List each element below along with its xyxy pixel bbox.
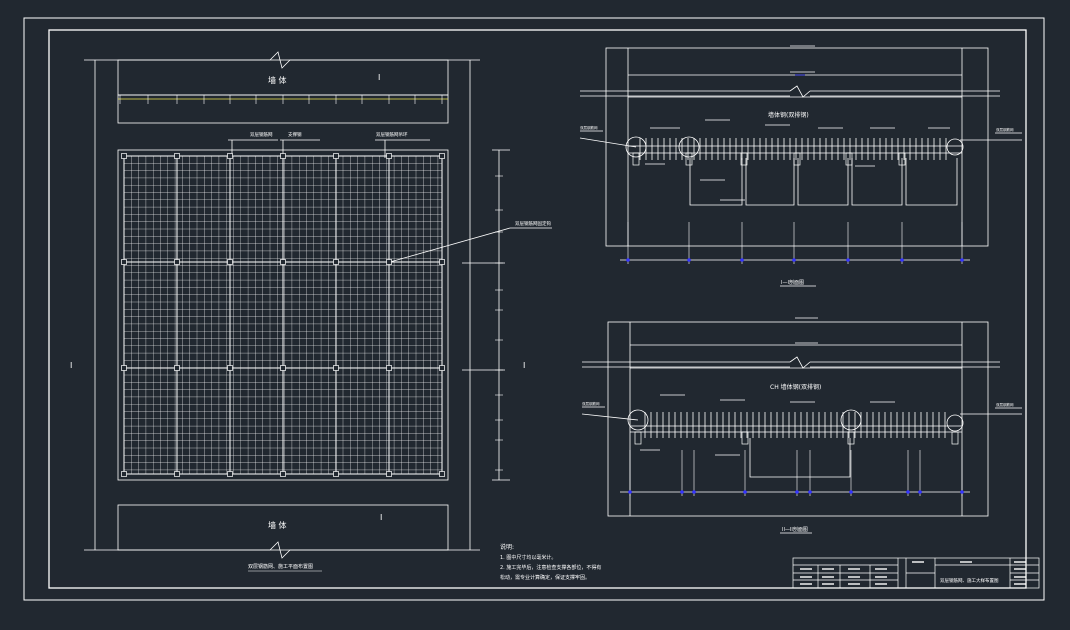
inner-frame bbox=[48, 29, 1027, 589]
section-ii-ii bbox=[581, 317, 1022, 534]
section-i-rebar-teeth bbox=[632, 138, 947, 166]
dimension-node bbox=[849, 490, 853, 494]
section-i-caption: I—I剖面图 bbox=[781, 279, 804, 286]
support-post bbox=[898, 152, 906, 166]
notes-block: 说明: 1. 图中尺寸均以毫米计。 2. 施工完毕后，注意检查支撑各部位，不得有… bbox=[500, 543, 601, 581]
support-node bbox=[227, 153, 233, 159]
support-post bbox=[685, 152, 693, 166]
section-ii-title: CH 墙体钢(双排钢) bbox=[770, 383, 821, 391]
rebar-mesh-grid bbox=[123, 155, 443, 475]
section-i-dimension-marks bbox=[626, 222, 964, 264]
notes-line-1: 1. 图中尺寸均以毫米计。 bbox=[500, 554, 556, 561]
support-node bbox=[280, 471, 286, 477]
support-node bbox=[333, 471, 339, 477]
support-node bbox=[227, 471, 233, 477]
section-i-title: 墙体钢(双排钢) bbox=[768, 111, 809, 119]
support-node bbox=[121, 153, 127, 159]
dimension-node bbox=[808, 490, 812, 494]
dimension-node bbox=[918, 490, 922, 494]
support-node bbox=[333, 153, 339, 159]
support-node bbox=[227, 259, 233, 265]
support-node bbox=[227, 365, 233, 371]
support-post bbox=[845, 152, 853, 166]
support-node bbox=[333, 259, 339, 265]
notes-heading: 说明: bbox=[500, 543, 514, 551]
plan-view bbox=[84, 51, 552, 559]
support-node bbox=[121, 259, 127, 265]
support-node bbox=[439, 471, 445, 477]
support-node bbox=[174, 153, 180, 159]
section-ii-left-callout: 双层钢筋网 bbox=[582, 401, 600, 406]
bottom-section-mark: I bbox=[380, 513, 382, 522]
support-node bbox=[439, 259, 445, 265]
outer-frame bbox=[23, 17, 1045, 601]
support-node bbox=[386, 153, 392, 159]
section-ii-rebar-teeth bbox=[634, 412, 959, 445]
dimension-node bbox=[687, 258, 691, 262]
rebar-mesh-nodes bbox=[121, 153, 445, 477]
section-i-right-callout: 双层钢筋网 bbox=[996, 127, 1014, 132]
support-post bbox=[847, 431, 855, 445]
dimension-node bbox=[960, 490, 964, 494]
dimension-node bbox=[628, 490, 632, 494]
plan-callout-right: 双层钢筋网固定钩 bbox=[515, 220, 551, 227]
plan-dimension-ticks bbox=[119, 95, 503, 471]
dimension-node bbox=[740, 258, 744, 262]
support-node bbox=[386, 365, 392, 371]
section-ii-dimension-marks bbox=[628, 450, 964, 496]
support-node bbox=[121, 471, 127, 477]
dimension-node bbox=[960, 258, 964, 262]
notes-line-2: 2. 施工完毕后，注意检查支撑各部位，不得有 bbox=[500, 564, 601, 571]
dimension-node bbox=[795, 490, 799, 494]
bottom-wall-label: 墙 体 bbox=[268, 520, 287, 530]
support-node bbox=[386, 471, 392, 477]
support-node bbox=[174, 471, 180, 477]
plan-caption: 双层钢筋网、施工平面布置图 bbox=[248, 563, 313, 570]
left-side-mark: I bbox=[70, 361, 72, 370]
dimension-node bbox=[626, 258, 630, 262]
top-wall-label: 墙 体 bbox=[268, 75, 287, 85]
top-section-mark: I bbox=[378, 73, 380, 82]
dimension-node bbox=[900, 258, 904, 262]
section-i-i bbox=[579, 45, 1022, 287]
plan-callout-mesh: 双层钢筋网 bbox=[250, 131, 273, 138]
support-node bbox=[121, 365, 127, 371]
section-ii-caption: II—II剖面图 bbox=[782, 526, 808, 533]
section-i-left-callout: 双层钢筋网 bbox=[580, 125, 598, 130]
support-node bbox=[174, 365, 180, 371]
support-node bbox=[386, 259, 392, 265]
support-post bbox=[951, 431, 959, 445]
support-post bbox=[634, 431, 642, 445]
dimension-node bbox=[792, 258, 796, 262]
dimension-node bbox=[906, 490, 910, 494]
support-node bbox=[439, 365, 445, 371]
support-post bbox=[632, 152, 640, 166]
support-node bbox=[280, 259, 286, 265]
dimension-node bbox=[680, 490, 684, 494]
support-post bbox=[740, 152, 748, 166]
support-node bbox=[280, 153, 286, 159]
title-block-marks bbox=[800, 561, 1026, 585]
plan-callout-hook: 双层钢筋网吊环 bbox=[376, 131, 408, 138]
support-node bbox=[333, 365, 339, 371]
support-post bbox=[793, 152, 801, 166]
support-node bbox=[439, 153, 445, 159]
dimension-node bbox=[692, 490, 696, 494]
support-node bbox=[174, 259, 180, 265]
notes-line-3: 松动，需专业计算确定，保证支撑牢固。 bbox=[500, 574, 590, 581]
section-ii-right-callout: 双层钢筋网 bbox=[996, 402, 1014, 407]
right-side-mark: I bbox=[523, 361, 525, 370]
dimension-node bbox=[743, 490, 747, 494]
drawing-title: 双层钢筋网、施工大样布置图 bbox=[940, 577, 999, 584]
dimension-node bbox=[846, 258, 850, 262]
title-block bbox=[792, 557, 1040, 589]
plan-callout-support: 支撑钢 bbox=[288, 131, 302, 138]
support-post bbox=[741, 431, 749, 445]
support-node bbox=[280, 365, 286, 371]
